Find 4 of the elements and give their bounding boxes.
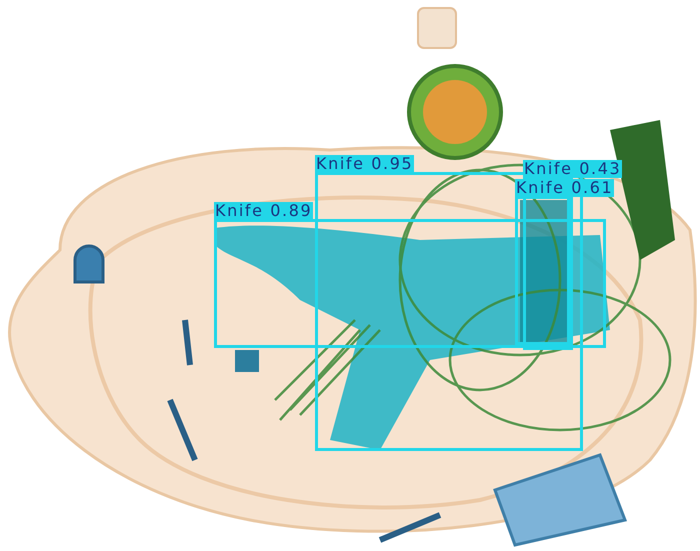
detection-label: Knife 0.61 [515,179,614,197]
detection-label: Knife 0.95 [315,155,414,173]
detection-label: Knife 0.89 [214,202,314,220]
detection-label: Knife 0.43 [523,160,622,178]
